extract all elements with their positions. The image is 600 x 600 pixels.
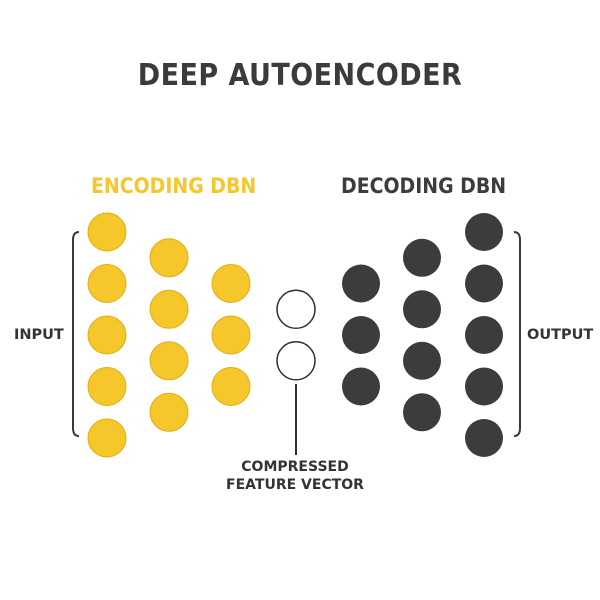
encoding-layer-3-node-2 — [211, 315, 251, 355]
encoding-layer-1-node-4 — [87, 367, 127, 406]
bottleneck-layer-4-node-2 — [276, 341, 316, 381]
encoding-layer-2-node-4 — [149, 392, 189, 432]
decoding-layer-7-node-5 — [465, 419, 503, 457]
encoding-layer-1-node-5 — [87, 418, 127, 458]
input-bracket — [72, 231, 80, 437]
output-label: OUTPUT — [527, 327, 594, 343]
decoding-layer-6-node-2 — [403, 290, 441, 329]
caption-line-1: COMPRESSED — [241, 459, 349, 475]
encoding-layer-2-node-3 — [149, 341, 189, 381]
diagram-title: DEEP AUTOENCODER — [137, 58, 463, 93]
decoding-layer-6-node-4 — [403, 393, 441, 432]
output-bracket — [513, 231, 521, 437]
decoding-layer-7-node-2 — [465, 264, 503, 303]
caption-line-2: FEATURE VECTOR — [226, 477, 364, 493]
encoding-layer-1-node-1 — [87, 212, 127, 252]
encoding-dbn-label: ENCODING DBN — [91, 174, 257, 198]
encoding-layer-2-node-1 — [149, 238, 189, 278]
bottleneck-layer-4-node-1 — [276, 289, 316, 330]
decoding-layer-5-node-3 — [342, 367, 380, 406]
decoding-layer-6-node-3 — [403, 341, 441, 380]
compressed-feature-vector-caption: COMPRESSED FEATURE VECTOR — [195, 458, 395, 494]
decoding-layer-7-node-4 — [465, 367, 503, 406]
encoding-layer-2-node-2 — [149, 289, 189, 329]
input-label: INPUT — [14, 327, 64, 343]
decoding-layer-7-node-3 — [465, 316, 503, 354]
encoding-layer-1-node-2 — [87, 264, 127, 303]
decoding-layer-7-node-1 — [465, 213, 503, 251]
decoding-dbn-label: DECODING DBN — [341, 174, 507, 198]
encoding-layer-1-node-3 — [87, 315, 127, 355]
decoding-layer-6-node-1 — [403, 238, 441, 277]
decoding-layer-5-node-2 — [342, 316, 380, 354]
encoding-layer-3-node-1 — [211, 264, 251, 303]
decoding-layer-5-node-1 — [342, 264, 380, 303]
encoding-layer-3-node-3 — [211, 367, 251, 406]
